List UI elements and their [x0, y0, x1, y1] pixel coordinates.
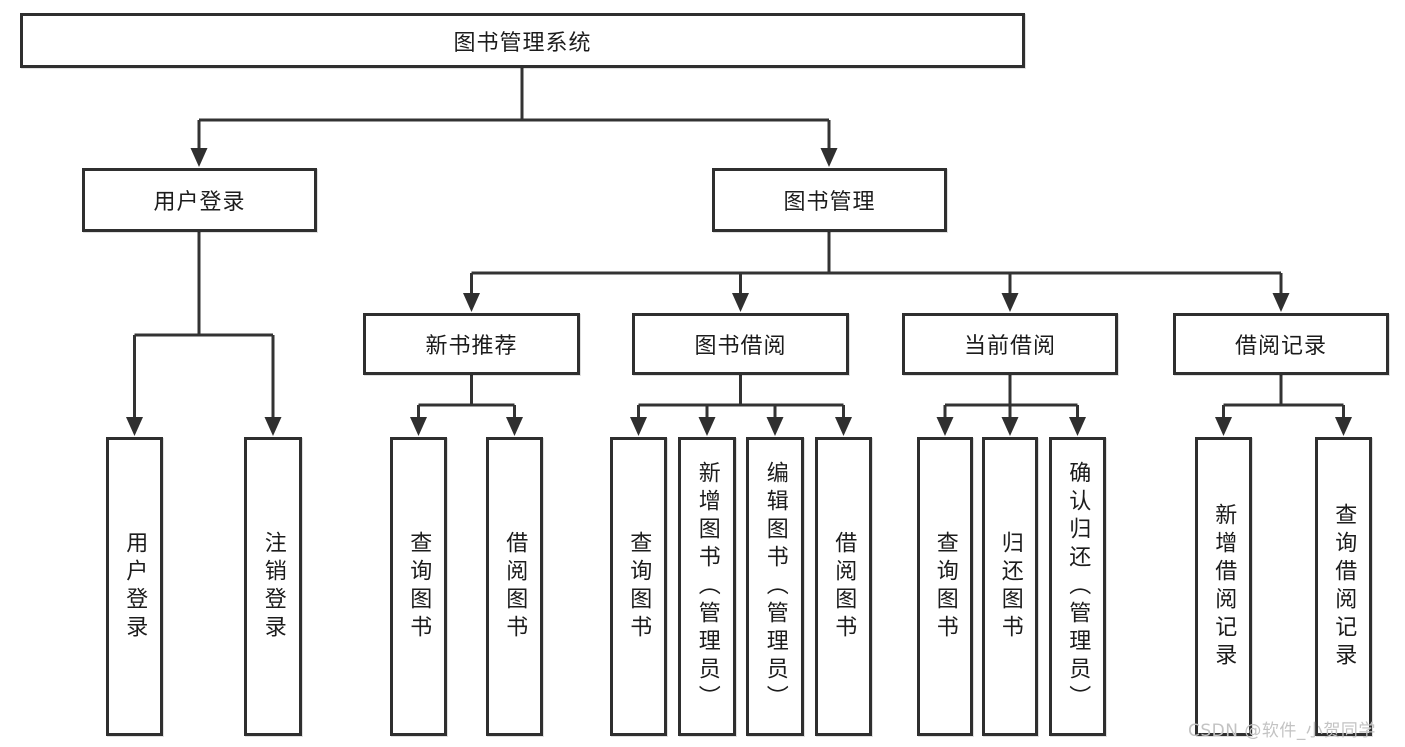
leaf-return-book: 归还图书 — [982, 437, 1038, 736]
leaf-add-book-admin-label: 新增图书（管理员） — [694, 460, 720, 713]
node-current-borrow: 当前借阅 — [902, 313, 1118, 375]
leaf-query-books-2-label: 查询图书 — [626, 530, 652, 643]
node-user-login-label: 用户登录 — [153, 190, 246, 215]
node-borrow-records-label: 借阅记录 — [1234, 334, 1327, 359]
leaf-query-books-2: 查询图书 — [610, 437, 667, 736]
leaf-borrow-books-2-label: 借阅图书 — [831, 530, 857, 643]
node-new-book-recommend-label: 新书推荐 — [425, 334, 518, 359]
leaf-user-login-label: 用户登录 — [122, 530, 148, 643]
leaf-query-books-1: 查询图书 — [390, 437, 447, 736]
node-root: 图书管理系统 — [20, 13, 1025, 68]
node-book-borrow-label: 图书借阅 — [694, 334, 787, 359]
node-current-borrow-label: 当前借阅 — [963, 334, 1056, 359]
leaf-confirm-return-admin-label: 确认归还（管理员） — [1065, 460, 1091, 713]
leaf-borrow-books-2: 借阅图书 — [815, 437, 872, 736]
leaf-query-borrow-record-label: 查询借阅记录 — [1331, 502, 1357, 671]
node-root-label: 图书管理系统 — [453, 30, 592, 56]
leaf-query-books-3-label: 查询图书 — [932, 530, 958, 643]
leaf-add-borrow-record-label: 新增借阅记录 — [1211, 502, 1237, 671]
node-book-management-label: 图书管理 — [783, 190, 876, 215]
node-book-management: 图书管理 — [712, 168, 947, 232]
leaf-add-borrow-record: 新增借阅记录 — [1195, 437, 1252, 736]
leaf-edit-book-admin-label: 编辑图书（管理员） — [762, 460, 788, 713]
arrowhead-icons — [126, 148, 1352, 436]
leaf-borrow-books-1-label: 借阅图书 — [502, 530, 528, 643]
leaf-edit-book-admin: 编辑图书（管理员） — [746, 437, 804, 736]
leaf-add-book-admin: 新增图书（管理员） — [678, 437, 736, 736]
csdn-watermark: CSDN @软件_小贺同学 — [1188, 721, 1376, 741]
leaf-borrow-books-1: 借阅图书 — [486, 437, 543, 736]
leaf-user-login: 用户登录 — [106, 437, 163, 736]
node-book-borrow: 图书借阅 — [632, 313, 849, 375]
leaf-logout-label: 注销登录 — [260, 530, 286, 643]
node-new-book-recommend: 新书推荐 — [363, 313, 580, 375]
leaf-query-borrow-record: 查询借阅记录 — [1315, 437, 1372, 736]
node-borrow-records: 借阅记录 — [1173, 313, 1389, 375]
leaf-query-books-1-label: 查询图书 — [406, 530, 432, 643]
leaf-confirm-return-admin: 确认归还（管理员） — [1049, 437, 1106, 736]
node-user-login: 用户登录 — [82, 168, 317, 232]
leaf-query-books-3: 查询图书 — [917, 437, 973, 736]
leaf-logout: 注销登录 — [244, 437, 302, 736]
leaf-return-book-label: 归还图书 — [997, 530, 1023, 643]
